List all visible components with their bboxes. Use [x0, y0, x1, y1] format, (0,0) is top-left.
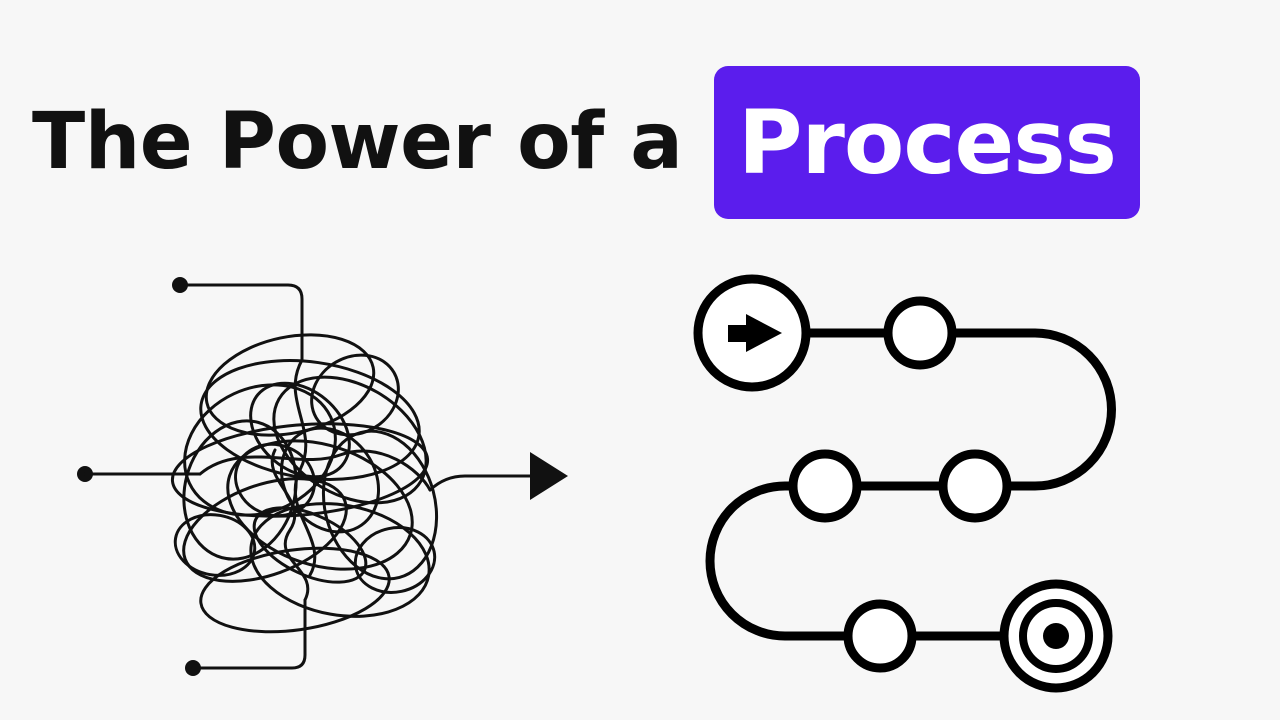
scribble-loop: [252, 506, 368, 584]
scribble-loop: [204, 333, 376, 437]
step-node: [788, 449, 862, 523]
target-icon: [999, 579, 1113, 693]
step-node: [843, 599, 917, 673]
scribble-loop: [183, 383, 337, 517]
title-text: The Power of a: [32, 97, 683, 187]
scribble-loop: [353, 526, 437, 594]
tangled-lines-icon: [77, 277, 568, 676]
scribble-loop: [249, 381, 351, 479]
output-line: [428, 474, 537, 492]
step-node: [883, 296, 957, 370]
process-path-line: [705, 328, 1116, 641]
input-line-top: [178, 283, 304, 362]
scribble-loop: [310, 353, 400, 437]
step-node: [938, 449, 1012, 523]
scribble-curve: [198, 449, 432, 492]
scribble-curve: [270, 448, 310, 602]
scribble-loop: [170, 422, 430, 518]
output-arrowhead: [530, 452, 568, 500]
scribble-loop: [199, 546, 391, 634]
arrow-right-icon: [728, 314, 782, 352]
scribble-curve: [293, 358, 317, 577]
process-path-icon: [693, 274, 1116, 693]
title-highlight-box: Process: [714, 66, 1140, 219]
scribble-loop: [173, 513, 257, 577]
input-line-bottom: [191, 598, 307, 670]
title-highlight-word: Process: [738, 90, 1117, 194]
scribble-loop: [182, 477, 348, 583]
